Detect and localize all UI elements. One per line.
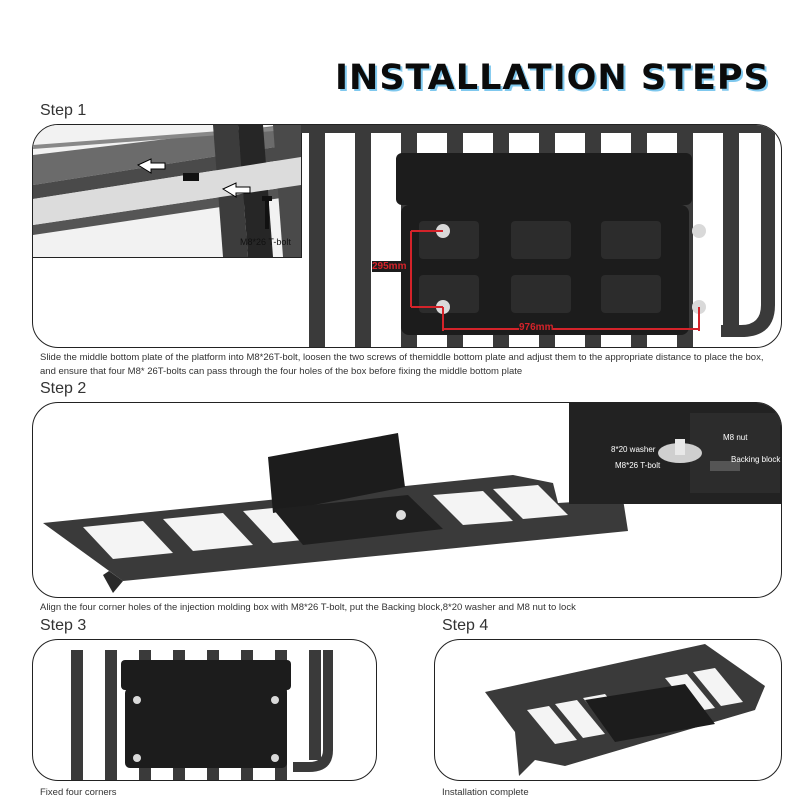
dimension-horizontal: 976mm: [519, 322, 554, 333]
step-2-inset-image: [569, 403, 781, 504]
nut-icon: [675, 439, 685, 455]
step-4-panel: [434, 639, 782, 781]
step-2-panel: M8 nut 8*20 washer M8*26 T-bolt Backing …: [32, 402, 782, 598]
arrow-left-icon: [136, 158, 166, 174]
arrow-left-icon: [221, 182, 251, 198]
step-3-label: Step 3: [40, 617, 87, 634]
step-4-image: [485, 644, 765, 776]
step-2-caption: Align the four corner holes of the injec…: [40, 602, 576, 613]
inset-label-bolt: M8*26 T-bolt: [615, 461, 661, 470]
corner-hole-icon: [692, 224, 706, 238]
step-1-rack-image: [301, 125, 781, 347]
step-1-inset-image: [33, 125, 301, 257]
bolt-label: M8*26 T-bolt: [240, 237, 291, 247]
inset-label-washer: 8*20 washer: [611, 445, 656, 454]
inset-label-nut: M8 nut: [723, 433, 748, 442]
page-title: INSTALLATION STEPS: [335, 58, 770, 98]
step-1-label: Step 1: [40, 102, 87, 119]
step-3-caption: Fixed four corners: [40, 787, 117, 798]
step-1-panel: M8*26 T-bolt: [32, 124, 782, 348]
box-body: [585, 684, 715, 742]
box-lid: [121, 660, 291, 690]
box-lid: [268, 433, 405, 513]
dimension-vertical: 295mm: [372, 261, 407, 272]
t-bolt-icon: [265, 201, 269, 229]
step-4-label: Step 4: [442, 617, 489, 634]
backing-block-icon: [710, 461, 740, 471]
box-lid: [396, 153, 692, 205]
step-2-rack-image: [43, 433, 628, 593]
step-3-image: [71, 650, 333, 780]
inset-label-block: Backing block: [731, 455, 781, 464]
step-2-label: Step 2: [40, 380, 87, 397]
step-4-caption: Installation complete: [442, 787, 529, 798]
step-1-caption-line-1: Slide the middle bottom plate of the pla…: [40, 352, 764, 363]
step-1-caption-line-2: and ensure that four M8* 26T-bolts can p…: [40, 366, 523, 377]
box-body: [273, 495, 443, 545]
box-body: [125, 688, 287, 768]
step-3-panel: [32, 639, 377, 781]
